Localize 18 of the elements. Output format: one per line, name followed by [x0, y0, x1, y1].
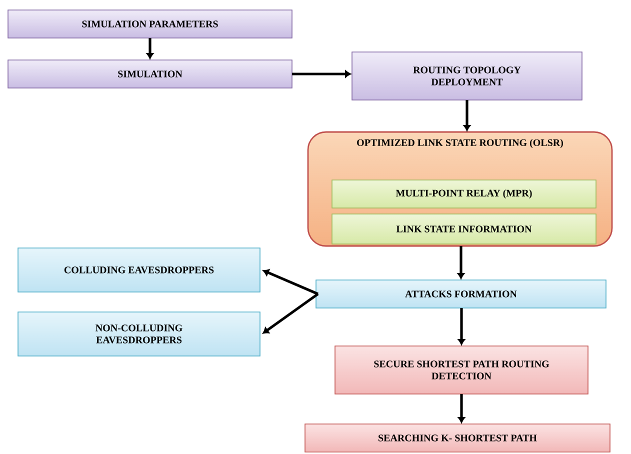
process-box: SEARCHING K- SHORTEST PATH: [304, 424, 610, 452]
arrow: [464, 100, 471, 131]
arrow: [262, 292, 319, 334]
arrow: [146, 38, 154, 59]
arrow: [262, 269, 319, 296]
process-box: SIMULATION PARAMETERS: [8, 10, 292, 38]
process-box: COLLUDING EAVESDROPPERS: [18, 248, 260, 292]
process-box: MULTI-POINT RELAY (MPR): [332, 180, 596, 208]
process-box: SIMULATION: [8, 60, 292, 88]
process-box: ROUTING TOPOLOGY DEPLOYMENT: [352, 52, 582, 100]
arrow: [458, 394, 466, 423]
process-box: ATTACKS FORMATION: [316, 280, 606, 308]
process-box: SECURE SHORTEST PATH ROUTING DETECTION: [334, 346, 588, 394]
arrow: [458, 308, 466, 345]
arrow: [292, 70, 351, 78]
process-box: LINK STATE INFORMATION: [332, 214, 596, 244]
arrow: [458, 246, 464, 279]
process-box: NON-COLLUDING EAVESDROPPERS: [18, 312, 260, 356]
